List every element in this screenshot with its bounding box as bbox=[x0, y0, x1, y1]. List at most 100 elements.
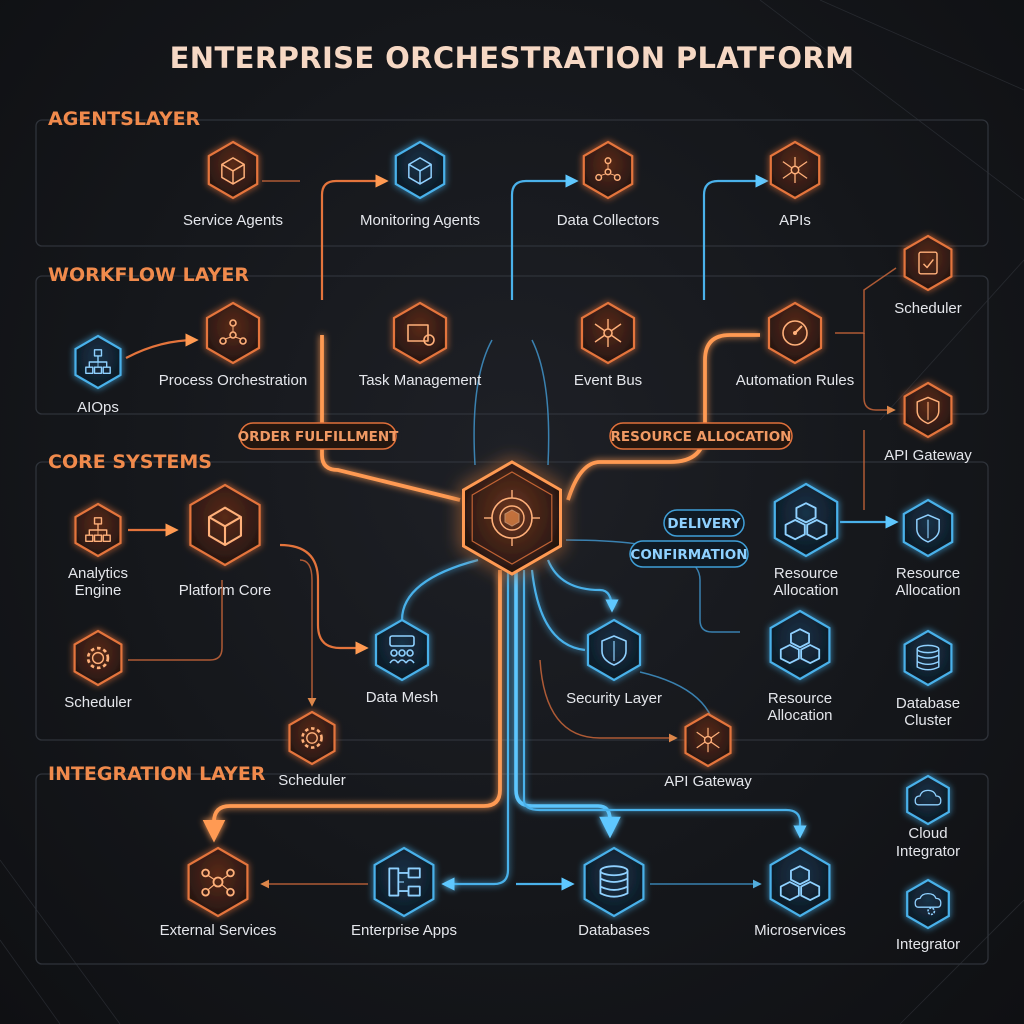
workflow-layer-title: WORKFLOW LAYER bbox=[48, 264, 249, 286]
enterprise-apps-node[interactable] bbox=[373, 846, 435, 918]
integration-layer-title: INTEGRATION LAYER bbox=[48, 763, 266, 785]
conn-workflow-left-to-hub bbox=[320, 335, 461, 502]
central-hub[interactable] bbox=[462, 460, 562, 576]
hub-icon bbox=[696, 727, 720, 753]
resource-allocation-node-1[interactable] bbox=[773, 482, 839, 558]
database-icon bbox=[599, 865, 629, 898]
conn-workflow-to-collectors bbox=[510, 174, 579, 300]
monitoring-agents-node[interactable] bbox=[394, 140, 446, 200]
conn-hub-to-datamesh bbox=[400, 558, 479, 621]
conn-hub-to-security-2 bbox=[530, 569, 586, 652]
pill-resource-allocation: RESOURCE ALLOCATION bbox=[609, 422, 793, 450]
api-gateway-right-node[interactable] bbox=[903, 381, 953, 439]
label-resource-allocation-3a: Resource bbox=[768, 690, 832, 707]
data-collectors-node-hexagon bbox=[582, 140, 634, 200]
label-resource-allocation-2a: Resource bbox=[896, 565, 960, 582]
gear-icon bbox=[301, 727, 323, 749]
shield-icon bbox=[916, 396, 940, 425]
label-security-layer: Security Layer bbox=[566, 690, 662, 707]
microservices-node[interactable] bbox=[769, 846, 831, 918]
label-database-cluster-2: Cluster bbox=[904, 712, 952, 729]
external-services-node[interactable] bbox=[187, 846, 249, 918]
conn-eventbus-blue-left bbox=[473, 339, 493, 466]
analytics-engine-node[interactable] bbox=[74, 502, 122, 558]
cube-icon bbox=[221, 157, 245, 185]
cloud-integrator-node[interactable] bbox=[906, 774, 950, 826]
label-cloud-integrator-1: Cloud bbox=[908, 825, 947, 842]
org-chart-icon bbox=[85, 349, 111, 375]
integrator-node-hexagon bbox=[906, 878, 950, 930]
pill-confirmation-text: CONFIRMATION bbox=[630, 547, 747, 563]
conn-platform-to-scheduler bbox=[299, 559, 317, 707]
label-data-mesh: Data Mesh bbox=[366, 689, 439, 706]
cloud-gear-icon bbox=[914, 892, 942, 916]
cloud-integrator-node-hexagon bbox=[906, 774, 950, 826]
label-database-cluster-1: Database bbox=[896, 695, 960, 712]
conn-workflow-to-apis bbox=[702, 174, 769, 300]
label-aiops: AIOps bbox=[77, 399, 119, 416]
hub-icon bbox=[594, 319, 622, 347]
conn-hub-to-databases bbox=[514, 570, 621, 839]
label-analytics-engine-1: Analytics bbox=[68, 565, 128, 582]
scheduler-left-node[interactable] bbox=[73, 629, 123, 687]
label-task-management: Task Management bbox=[359, 372, 482, 389]
resource-allocation-node-3[interactable] bbox=[769, 609, 831, 681]
node-labels: Service Agents Monitoring Agents Data Co… bbox=[64, 212, 972, 953]
api-gateway-bottom-node[interactable] bbox=[684, 712, 732, 768]
cubes-icon bbox=[779, 865, 821, 901]
scheduler-bottom-node[interactable] bbox=[288, 710, 336, 766]
gauge-icon bbox=[782, 320, 808, 346]
scheduler-bottom-node-hexagon bbox=[288, 710, 336, 766]
cubes-icon bbox=[779, 628, 821, 664]
conn-security-to-gateway bbox=[539, 659, 678, 743]
data-mesh-node[interactable] bbox=[374, 618, 430, 682]
aiops-node[interactable] bbox=[74, 334, 122, 390]
resource-allocation-node-2[interactable] bbox=[902, 498, 954, 558]
integrator-node[interactable] bbox=[906, 878, 950, 930]
label-cloud-integrator-2: Integrator bbox=[896, 843, 960, 860]
connections bbox=[125, 174, 899, 891]
database-cluster-node[interactable] bbox=[903, 629, 953, 687]
integration-layer-panel bbox=[35, 773, 989, 965]
resource-allocation-node-1-hexagon bbox=[773, 482, 839, 558]
org-chart-icon bbox=[85, 517, 111, 543]
platform-core-node[interactable] bbox=[189, 483, 261, 567]
event-bus-node[interactable] bbox=[580, 301, 636, 365]
external-services-node-hexagon bbox=[187, 846, 249, 918]
service-agents-node-hexagon bbox=[207, 140, 259, 200]
scheduler-right-node[interactable] bbox=[903, 234, 953, 292]
page-title: ENTERPRISE ORCHESTRATION PLATFORM bbox=[170, 41, 855, 75]
label-scheduler-left: Scheduler bbox=[64, 694, 132, 711]
conn-hub-to-microservices bbox=[522, 570, 807, 839]
label-process-orchestration: Process Orchestration bbox=[159, 372, 307, 389]
label-resource-allocation-1a: Resource bbox=[774, 565, 838, 582]
data-collectors-node[interactable] bbox=[582, 140, 634, 200]
label-monitoring-agents: Monitoring Agents bbox=[360, 212, 480, 229]
conn-hub-to-allocation-3 bbox=[565, 539, 740, 633]
shield-icon bbox=[601, 635, 627, 666]
automation-rules-node[interactable] bbox=[767, 301, 823, 365]
label-event-bus: Event Bus bbox=[574, 372, 642, 389]
conn-hub-to-external bbox=[202, 570, 502, 843]
process-orchestration-node[interactable] bbox=[205, 301, 261, 365]
label-analytics-engine-2: Engine bbox=[75, 582, 122, 599]
target-hub-icon bbox=[484, 490, 540, 546]
security-layer-node[interactable] bbox=[586, 618, 642, 682]
gear-icon bbox=[86, 646, 110, 670]
label-microservices: Microservices bbox=[754, 922, 846, 939]
service-agents-node[interactable] bbox=[207, 140, 259, 200]
pill-delivery-text: DELIVERY bbox=[667, 516, 740, 532]
label-databases: Databases bbox=[578, 922, 650, 939]
label-external-services: External Services bbox=[160, 922, 277, 939]
databases-node[interactable] bbox=[583, 846, 645, 918]
resource-allocation-node-3-hexagon bbox=[769, 609, 831, 681]
label-resource-allocation-1b: Allocation bbox=[773, 582, 838, 599]
conn-eventbus-blue-right bbox=[531, 339, 550, 466]
task-management-node[interactable] bbox=[392, 301, 448, 365]
clipboard-check-icon bbox=[918, 251, 938, 275]
package-icon bbox=[407, 324, 435, 346]
label-service-agents: Service Agents bbox=[183, 212, 283, 229]
apis-node[interactable] bbox=[769, 140, 821, 200]
network-icon bbox=[219, 319, 247, 345]
